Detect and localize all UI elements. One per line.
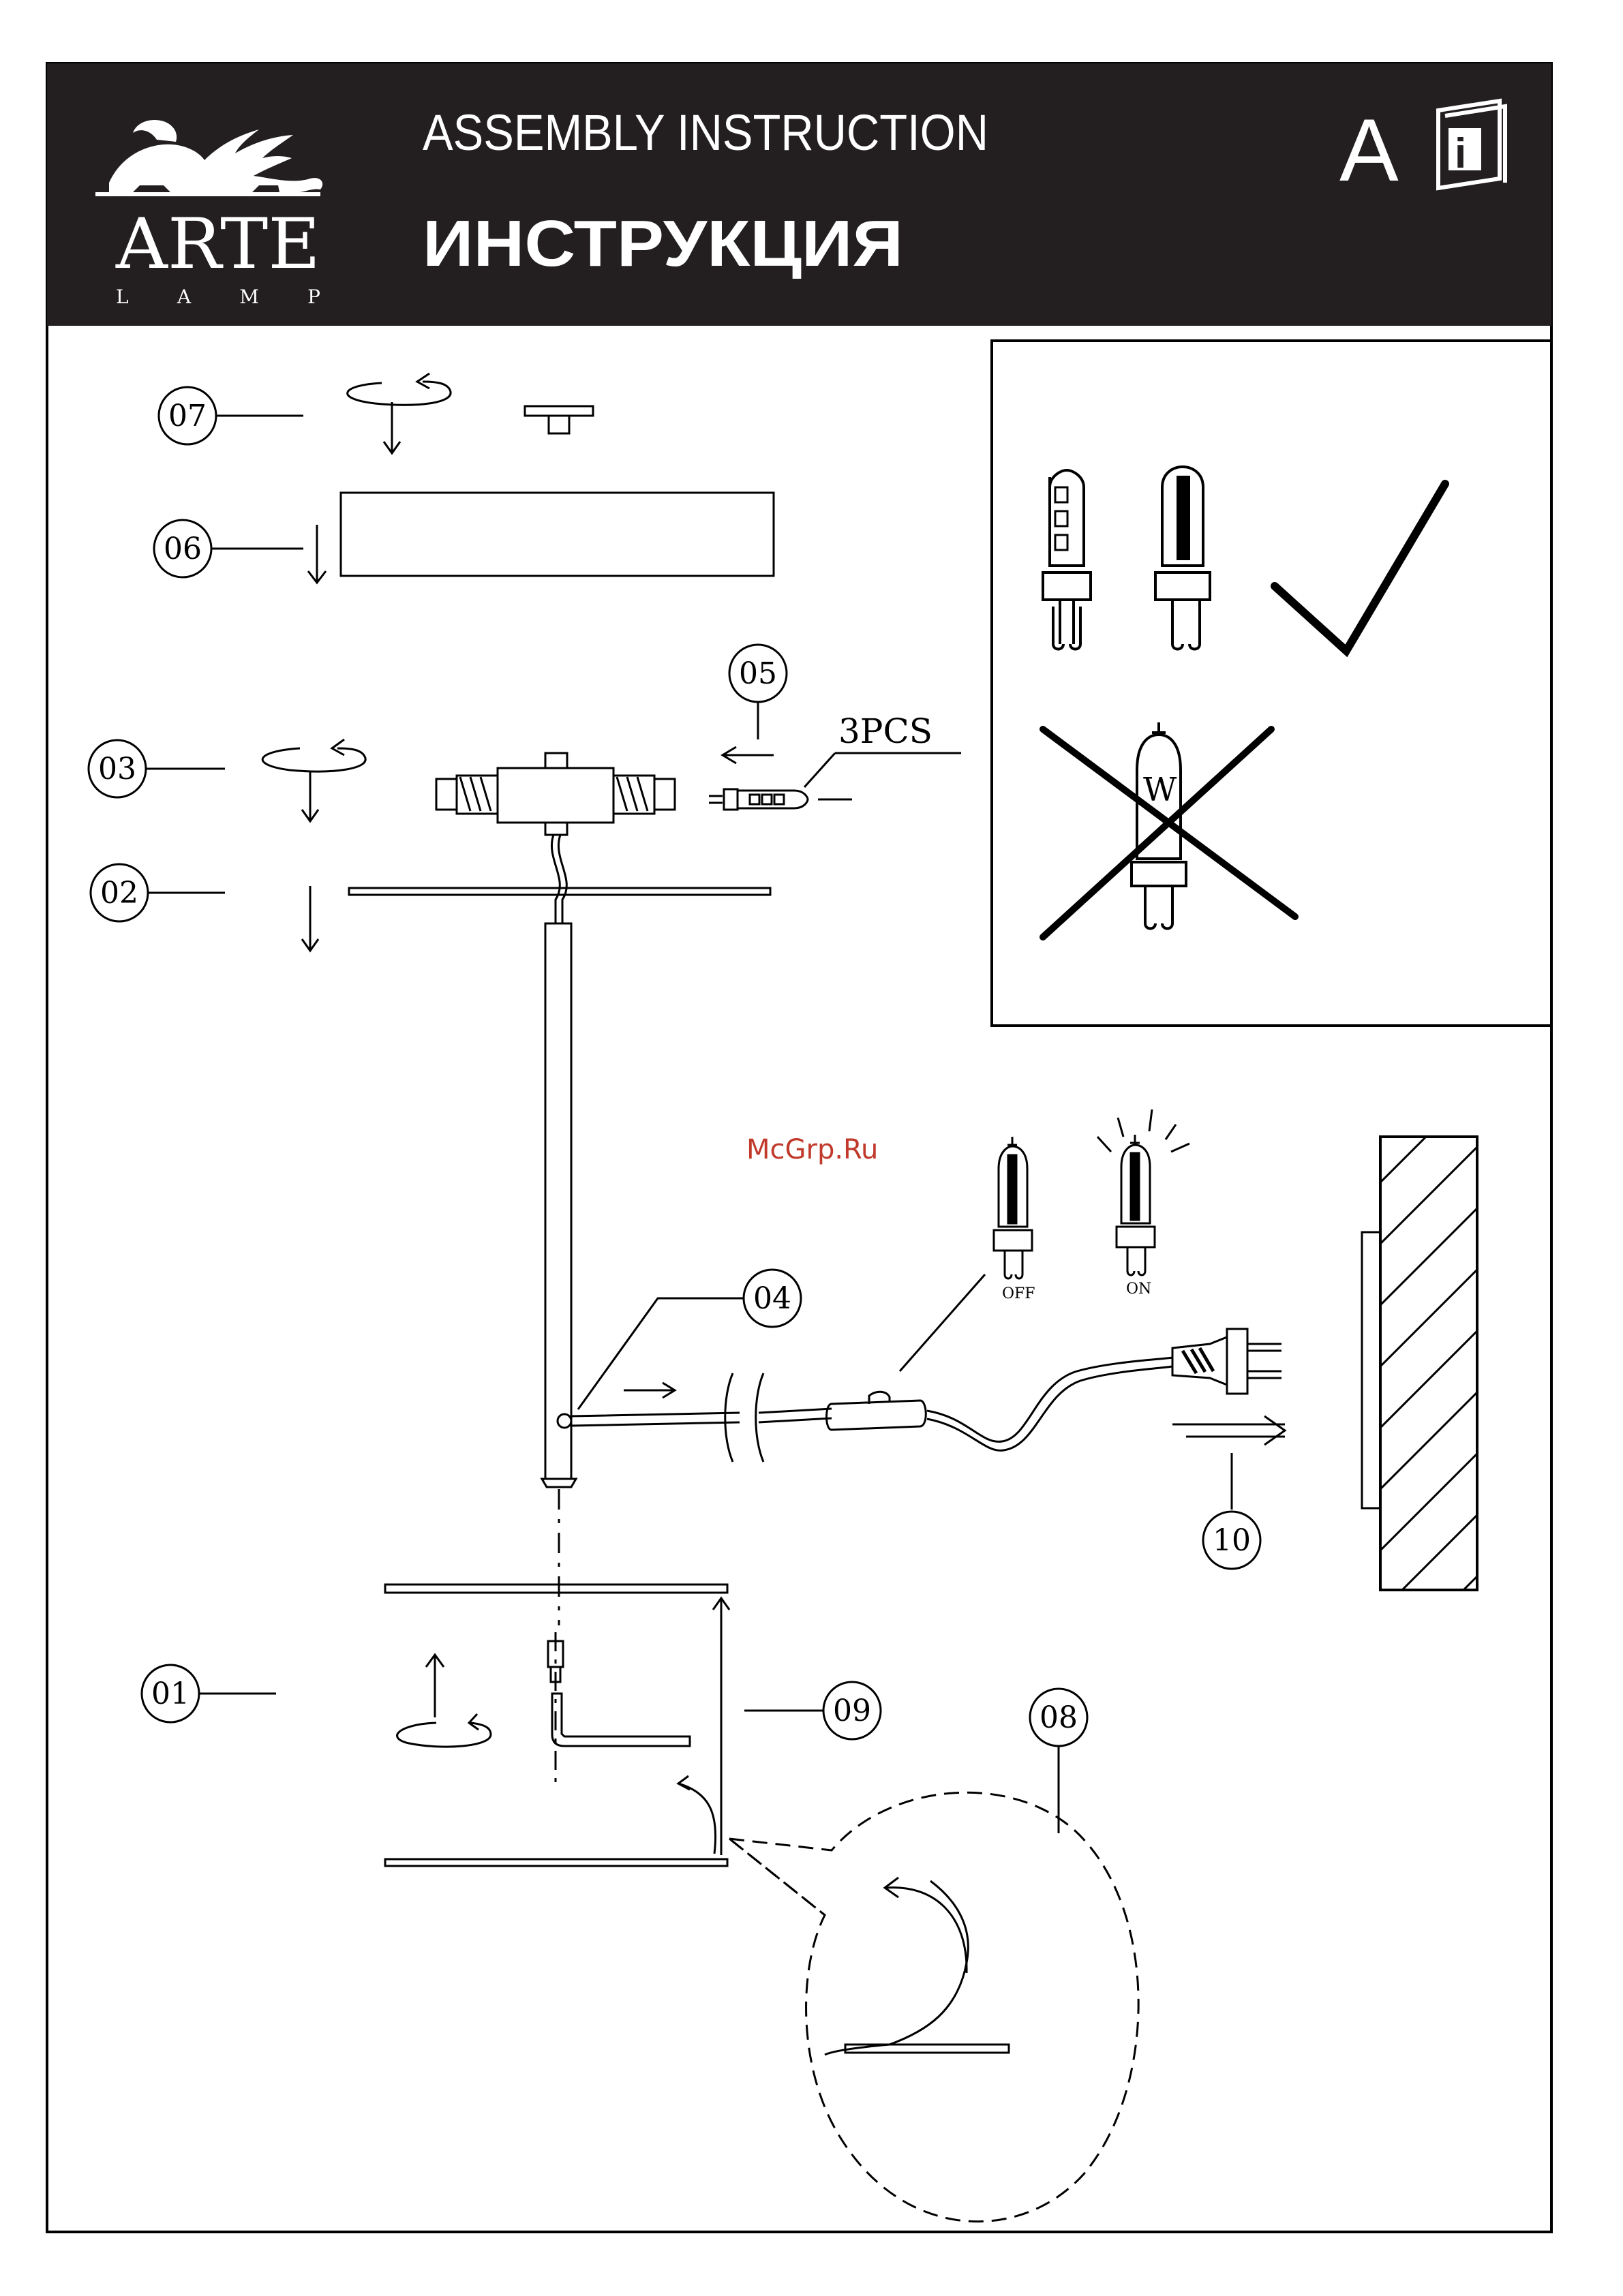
socket-assembly-part — [436, 753, 675, 923]
rotate-down-arrow-icon — [262, 739, 365, 821]
step-09: 09 — [744, 1682, 881, 1739]
step-10: 10 — [1172, 1416, 1285, 1569]
svg-text:04: 04 — [753, 1281, 791, 1316]
allowed-bulb-filament-icon — [1155, 467, 1210, 649]
screw-cap-part — [525, 406, 593, 433]
lamp-shade-part — [341, 493, 774, 576]
step-05: 05 3PCS — [709, 645, 961, 810]
title-russian: ИНСТРУКЦИЯ — [423, 207, 903, 280]
wall-socket-icon — [1362, 1070, 1493, 1690]
bulb-off-icon — [994, 1137, 1032, 1279]
cross-mark-icon — [1043, 729, 1295, 937]
euro-plug-icon — [1172, 1329, 1281, 1394]
svg-text:08: 08 — [1040, 1700, 1078, 1735]
rotate-down-arrow-icon — [348, 373, 451, 453]
lamp-stem-part — [542, 923, 576, 1625]
step-04: 04 — [578, 1270, 801, 1409]
on-label: ON — [1126, 1281, 1151, 1298]
detail-callout — [729, 1792, 1138, 2221]
header-band: ARTE L A M P ASSEMBLY INSTRUCTION ИНСТРУ… — [47, 63, 1551, 326]
step-02: 02 — [91, 864, 770, 951]
svg-text:W: W — [1143, 771, 1177, 809]
title-english: ASSEMBLY INSTRUCTION — [423, 104, 988, 161]
svg-text:01: 01 — [151, 1677, 189, 1711]
svg-text:i: i — [1455, 130, 1466, 177]
svg-text:09: 09 — [833, 1694, 871, 1728]
pieces-label: 3PCS — [838, 711, 932, 751]
right-arrow-icon — [624, 1383, 675, 1398]
svg-text:03: 03 — [98, 752, 136, 786]
right-arrow-icon — [1172, 1416, 1285, 1445]
watermark: McGrp.Ru — [746, 1134, 878, 1165]
g9-bulb-part — [709, 789, 852, 810]
svg-text:05: 05 — [739, 656, 777, 691]
base-assembly-part — [385, 1585, 729, 1866]
rotate-up-arrow-icon — [397, 1655, 491, 1747]
svg-text:07: 07 — [168, 399, 207, 433]
power-cable-part — [558, 1358, 1172, 1462]
check-mark-icon — [1275, 484, 1445, 651]
step-07: 07 — [159, 373, 593, 453]
class-badge-letter: A — [1339, 100, 1399, 200]
left-arrow-icon — [723, 747, 774, 763]
step-08: 08 — [1030, 1689, 1087, 1833]
svg-text:10: 10 — [1213, 1523, 1251, 1558]
off-label: OFF — [1002, 1285, 1035, 1302]
step-06: 06 — [154, 493, 774, 583]
brand-name: ARTE — [115, 204, 320, 285]
allowed-bulb-small-windows-icon — [1043, 470, 1091, 649]
svg-text:06: 06 — [164, 532, 202, 566]
bulb-on-icon — [1097, 1109, 1189, 1275]
down-arrow-icon — [308, 525, 326, 583]
info-booklet-icon: i — [1438, 101, 1505, 188]
bulb-type-panel: W — [992, 341, 1551, 1026]
down-arrow-icon — [302, 886, 318, 951]
svg-text:02: 02 — [100, 876, 138, 910]
step-01: 01 — [142, 1655, 491, 1747]
